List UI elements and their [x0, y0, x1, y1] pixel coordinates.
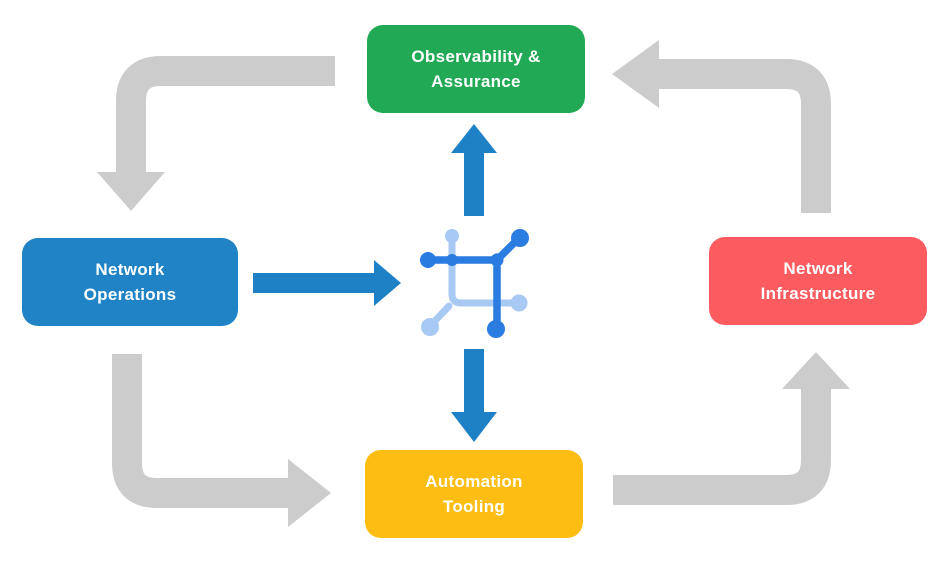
node-network-infrastructure: Network Infrastructure	[709, 237, 927, 325]
network-mesh-icon-light-node-bottom-left	[421, 318, 439, 336]
node-network-infrastructure-label: Network Infrastructure	[760, 259, 876, 303]
arrow-operations-to-automation-head	[288, 459, 331, 527]
arrow-observability-to-operations	[97, 56, 335, 211]
network-mesh-icon-dark-node-bottom	[487, 320, 505, 338]
arrow-infrastructure-to-observability-head	[612, 40, 659, 108]
network-mesh-icon-light-node-top	[445, 229, 459, 243]
arrow-automation-to-infrastructure-body	[613, 389, 831, 505]
arrow-center-to-observability	[451, 124, 497, 216]
arrow-automation-to-infrastructure-head	[782, 352, 850, 389]
arrow-operations-to-automation	[112, 354, 331, 527]
arrow-infrastructure-to-observability-body	[659, 59, 831, 213]
arrow-infrastructure-to-observability	[612, 40, 831, 213]
node-network-operations-label: Network Operations	[83, 260, 177, 304]
node-observability-assurance: Observability & Assurance	[367, 25, 585, 113]
arrow-observability-to-operations-head	[97, 172, 165, 211]
network-mesh-icon-light-node-right	[510, 294, 528, 312]
arrow-center-to-automation-head	[451, 412, 497, 442]
arrow-observability-to-operations-body	[116, 56, 335, 172]
arrow-operations-to-center	[253, 260, 401, 306]
arrow-operations-to-center-head	[374, 260, 401, 306]
network-mesh-icon-dark-node-top-right	[511, 229, 529, 247]
arrow-center-to-automation	[451, 349, 497, 442]
arrow-center-to-observability-head	[451, 124, 497, 153]
network-mesh-icon-dark-spoke	[496, 238, 519, 261]
network-mesh-icon-light-frame	[448, 236, 520, 307]
network-mesh-icon-dark-junction-top-left	[446, 254, 458, 266]
node-observability-assurance-label: Observability & Assurance	[411, 47, 541, 91]
node-automation-tooling: Automation Tooling	[365, 450, 583, 538]
node-automation-tooling-label: Automation Tooling	[425, 472, 523, 516]
network-mesh-icon	[420, 229, 529, 338]
arrow-automation-to-infrastructure	[613, 352, 850, 505]
arrow-operations-to-automation-body	[112, 354, 288, 508]
node-network-operations: Network Operations	[22, 238, 238, 326]
network-mesh-icon-dark-junction-top-right	[490, 253, 504, 267]
network-mesh-icon-dark-node-left	[420, 252, 436, 268]
